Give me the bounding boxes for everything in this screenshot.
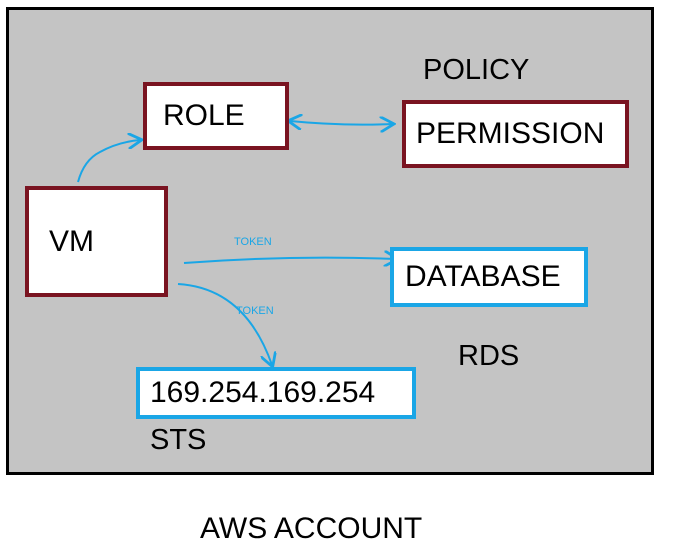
database-label: DATABASE <box>405 260 561 293</box>
metadata-ip-label: 169.254.169.254 <box>150 376 376 409</box>
permission-node: PERMISSION <box>402 100 629 168</box>
role-label: ROLE <box>163 99 245 132</box>
arrow-vm-to-database <box>183 258 396 263</box>
database-node: DATABASE <box>390 247 588 307</box>
arrow-vm-to-role <box>77 140 140 183</box>
permission-label: PERMISSION <box>416 117 605 150</box>
vm-label: VM <box>49 224 94 258</box>
arrow-vm-to-metadata <box>177 283 272 365</box>
policy-label: POLICY <box>423 54 530 86</box>
role-node: ROLE <box>143 82 289 150</box>
metadata-ip-node: 169.254.169.254 <box>136 367 416 419</box>
arrow-role-permission <box>290 121 392 125</box>
sts-label: STS <box>150 424 207 456</box>
token-label-database: TOKEN <box>234 236 272 248</box>
token-label-metadata: TOKEN <box>236 305 274 317</box>
rds-label: RDS <box>458 340 520 372</box>
vm-node: VM <box>25 186 168 297</box>
aws-account-label: AWS ACCOUNT <box>200 512 423 545</box>
